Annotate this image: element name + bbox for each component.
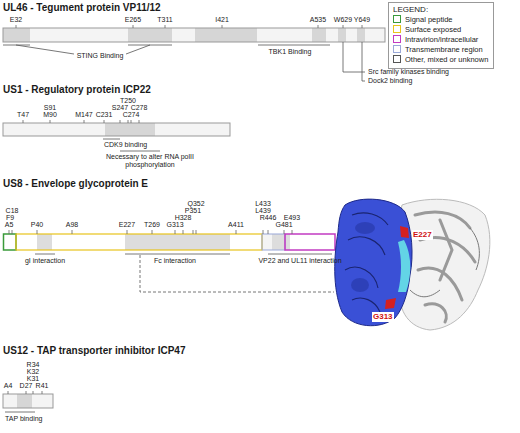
region-label: CDK9 binding — [104, 141, 147, 149]
legend-entry: Surface exposed — [393, 25, 488, 35]
residue-label: Q352 — [187, 200, 204, 208]
residue-label: T269 — [144, 221, 160, 229]
structure-label: G313 — [372, 312, 394, 322]
region-label: TBK1 Binding — [269, 48, 312, 56]
residue-label: R34 — [27, 361, 40, 369]
residue-label: T311 — [157, 16, 172, 24]
region-label: STING Binding — [77, 52, 124, 60]
residue-label: E227 — [119, 221, 135, 229]
region-label: gI interaction — [25, 257, 65, 265]
residue-label: P40 — [31, 221, 43, 229]
residue-label: M147 — [75, 111, 93, 119]
legend-text: Surface exposed — [405, 25, 461, 34]
legend-entry: Intravirion/intracellular — [393, 35, 488, 45]
legend-swatch — [393, 25, 401, 33]
residue-label: T250 — [120, 97, 136, 105]
legend-entry: Signal peptide — [393, 15, 488, 25]
residue-label: R446 — [260, 214, 277, 222]
legend-entry: Transmembrane region — [393, 45, 488, 55]
region-label: Src family kinases binding — [368, 68, 449, 76]
region-label: Dock2 binding — [368, 77, 412, 85]
section-title: UL46 - Tegument protein VP11/12 — [3, 2, 161, 14]
ul46-bar — [3, 25, 385, 81]
region-label: TAP binding — [5, 415, 43, 423]
residue-label: H328 — [175, 214, 192, 222]
legend-swatch — [393, 45, 401, 53]
structure-label: E227 — [412, 230, 433, 240]
section-title: US12 - TAP transporter inhibitor ICP47 — [3, 345, 185, 357]
legend-entry: Other, mixed or unknown — [393, 55, 488, 65]
residue-label: L439 — [255, 207, 271, 215]
residue-label: G481 — [275, 221, 292, 229]
us1-bar — [3, 120, 230, 151]
residue-label: A98 — [66, 221, 78, 229]
residue-label: E493 — [284, 214, 300, 222]
residue-label: K31 — [27, 375, 39, 383]
legend-swatch — [393, 15, 401, 23]
region-label: VP22 and UL11 interaction — [258, 257, 341, 265]
residue-label: S91 — [44, 104, 56, 112]
residue-label: C18 — [6, 207, 19, 215]
residue-label: E32 — [10, 16, 22, 24]
residue-label: E265 — [125, 16, 141, 24]
residue-label: A411 — [228, 221, 244, 229]
residue-label: R41 — [36, 382, 49, 390]
residue-label: P351 — [185, 207, 201, 215]
residue-label: C231 — [96, 111, 113, 119]
protein-structure — [335, 199, 490, 330]
legend-box: LEGEND:Signal peptideSurface exposedIntr… — [388, 2, 494, 69]
residue-label: Y649 — [354, 16, 370, 24]
section-title: US8 - Envelope glycoprotein E — [3, 178, 148, 190]
region-label: Fc interaction — [154, 257, 196, 265]
residue-label: F9 — [6, 214, 14, 222]
legend-text: Signal peptide — [405, 15, 453, 24]
residue-label: D27 — [20, 382, 33, 390]
residue-label: C274 — [123, 111, 140, 119]
residue-label: S247 — [112, 104, 128, 112]
us12-bar — [3, 391, 53, 412]
residue-label: L433 — [255, 200, 271, 208]
legend-text: Transmembrane region — [405, 45, 483, 54]
residue-label: G313 — [166, 221, 183, 229]
section-title: US1 - Regulatory protein ICP22 — [3, 84, 151, 96]
region-label: Necessary to alter RNA polII phosphoryla… — [105, 153, 195, 169]
residue-label: A535 — [310, 16, 326, 24]
legend-heading: LEGEND: — [393, 5, 488, 15]
legend-swatch — [393, 55, 401, 63]
residue-label: T47 — [17, 111, 29, 119]
residue-label: K32 — [27, 368, 39, 376]
residue-label: A5 — [5, 221, 14, 229]
residue-label: A4 — [4, 382, 13, 390]
residue-label: I421 — [215, 16, 229, 24]
residue-label: W629 — [334, 16, 352, 24]
legend-swatch — [393, 35, 401, 43]
legend-text: Intravirion/intracellular — [405, 35, 478, 44]
legend-text: Other, mixed or unknown — [405, 55, 488, 64]
residue-label: C278 — [131, 104, 148, 112]
residue-label: M90 — [43, 111, 57, 119]
